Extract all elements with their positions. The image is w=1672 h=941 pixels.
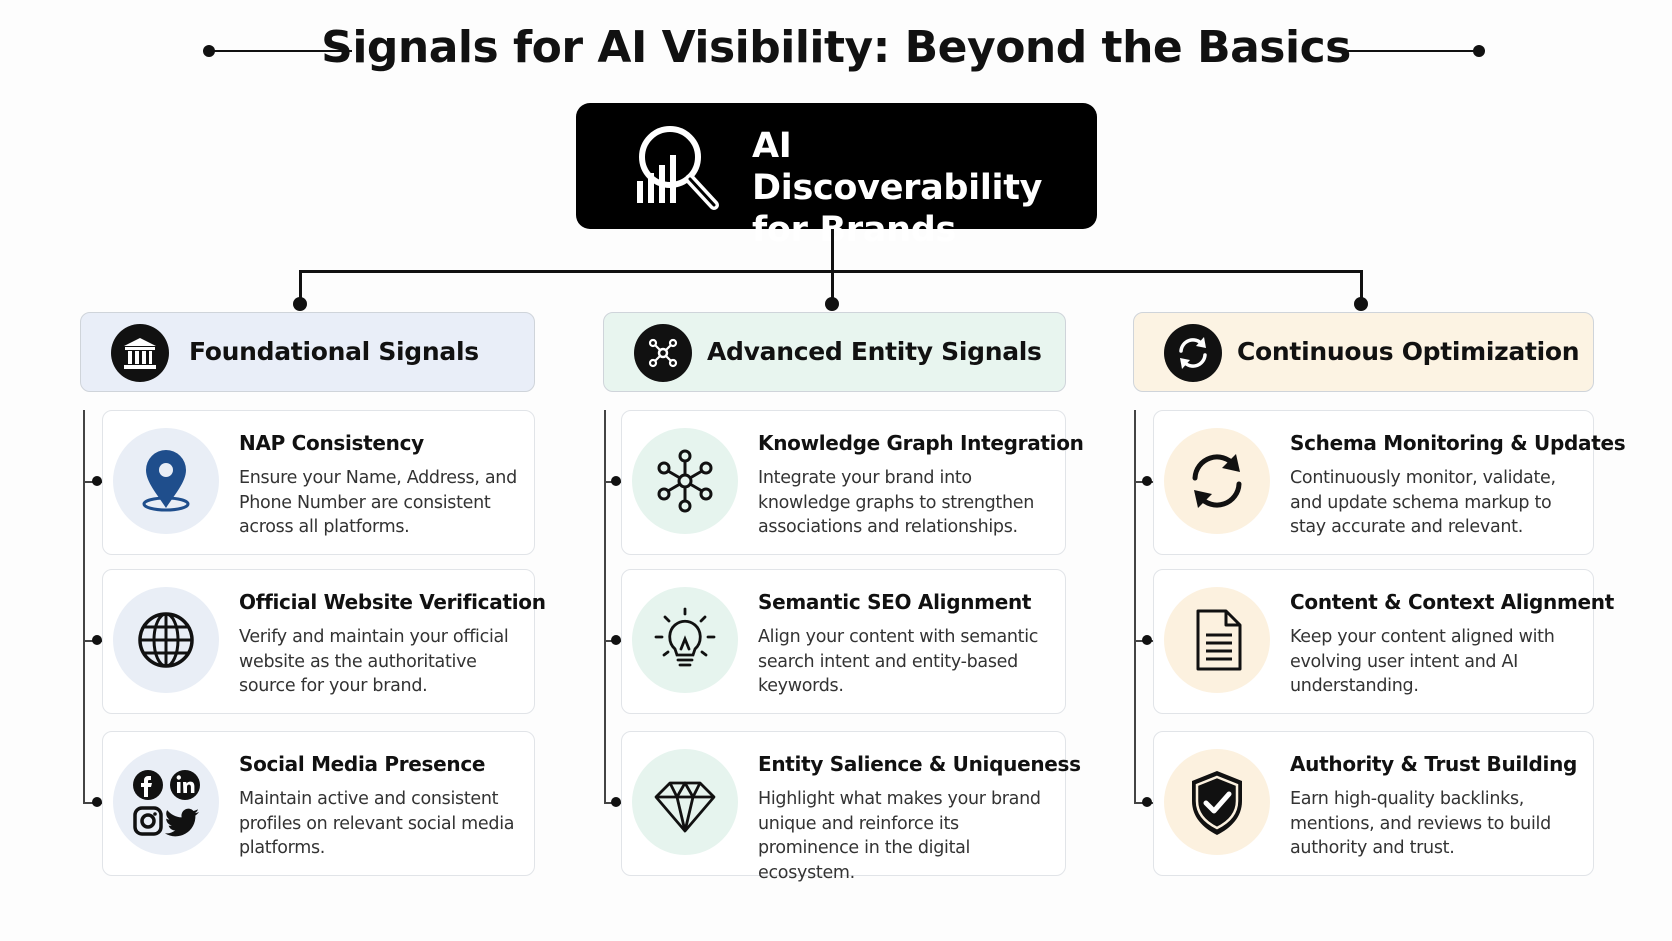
card-description: Integrate your brand into knowledge grap… — [758, 468, 1035, 537]
knowledge-graph-icon — [657, 449, 713, 513]
bracket-dot — [92, 797, 102, 807]
card-title: Semantic SEO Alignment — [758, 590, 1032, 614]
sync-icon — [1192, 454, 1242, 508]
center-label: AI Discoverability for Brands — [752, 125, 1072, 251]
bracket-dot — [1142, 797, 1152, 807]
title-dot-right — [1473, 45, 1485, 57]
lightbulb-icon — [654, 607, 716, 667]
icon-circle — [1164, 749, 1270, 855]
icon-circle — [632, 749, 738, 855]
connector-left — [299, 270, 302, 304]
bracket-line — [1134, 410, 1136, 803]
center-label-line2: for Brands — [752, 210, 957, 250]
refresh-icon — [1164, 324, 1222, 382]
card-description: Keep your content aligned with evolving … — [1290, 627, 1555, 696]
title-line-left — [210, 50, 352, 52]
card-title: Knowledge Graph Integration — [758, 431, 1084, 455]
card-schema-monitoring: Schema Monitoring & Updates Continuously… — [1153, 410, 1626, 555]
globe-icon — [138, 612, 194, 668]
diamond-icon — [654, 781, 716, 833]
bracket-dot — [1142, 635, 1152, 645]
twitter-icon — [164, 808, 199, 837]
card-description: Continuously monitor, validate, and upda… — [1290, 468, 1556, 537]
card-description: Earn high-quality backlinks, mentions, a… — [1290, 789, 1551, 858]
bracket-dot — [92, 476, 102, 486]
card-social-media: Social Media Presence Maintain active an… — [102, 731, 535, 876]
card-entity-salience: Entity Salience & Uniqueness Highlight w… — [621, 731, 1081, 883]
facebook-icon — [133, 770, 163, 800]
icon-circle — [632, 587, 738, 693]
card-title: Entity Salience & Uniqueness — [758, 752, 1081, 776]
card-title: Official Website Verification — [239, 590, 546, 614]
icon-circle — [113, 749, 219, 855]
card-description: Verify and maintain your official websit… — [239, 627, 509, 696]
bracket-line — [604, 410, 606, 803]
icon-circle — [1164, 587, 1270, 693]
column-header-advanced: Advanced Entity Signals — [603, 312, 1066, 392]
card-authority-trust: Authority & Trust Building Earn high-qua… — [1153, 731, 1594, 876]
social-media-icons — [133, 770, 200, 837]
card-knowledge-graph: Knowledge Graph Integration Integrate yo… — [621, 410, 1084, 555]
location-pin-icon — [142, 450, 190, 512]
shield-check-icon — [1192, 771, 1242, 835]
document-icon — [1196, 609, 1242, 671]
card-title: Content & Context Alignment — [1290, 590, 1614, 614]
page-title: Signals for AI Visibility: Beyond the Ba… — [321, 22, 1351, 73]
connector-bar — [299, 270, 1363, 273]
card-description: Maintain active and consistent profiles … — [239, 789, 515, 858]
column-title: Foundational Signals — [189, 337, 479, 366]
center-node: AI Discoverability for Brands — [576, 103, 1097, 250]
connector-right — [1360, 270, 1363, 304]
card-semantic-seo: Semantic SEO Alignment Align your conten… — [621, 569, 1066, 714]
bracket-dot — [611, 476, 621, 486]
center-label-line1: AI Discoverability — [752, 126, 1043, 208]
linkedin-icon — [170, 770, 200, 800]
instagram-icon — [133, 806, 163, 836]
card-content-context: Content & Context Alignment Keep your co… — [1153, 569, 1614, 714]
connector-dot-right — [1354, 297, 1368, 311]
bracket-dot — [1142, 476, 1152, 486]
card-title: Schema Monitoring & Updates — [1290, 431, 1626, 455]
icon-circle — [113, 428, 219, 534]
title-dot-left — [203, 45, 215, 57]
bracket-line — [83, 410, 85, 803]
card-title: Social Media Presence — [239, 752, 486, 776]
bracket-dot — [611, 635, 621, 645]
connector-dot-left — [293, 297, 307, 311]
connector-dot-mid — [825, 297, 839, 311]
card-description: Align your content with semantic search … — [758, 627, 1039, 696]
bracket-dot — [92, 635, 102, 645]
icon-circle — [113, 587, 219, 693]
card-description: Highlight what makes your brand unique a… — [758, 789, 1041, 883]
card-official-website: Official Website Verification Verify and… — [102, 569, 546, 714]
connector-stem — [831, 229, 834, 304]
icon-circle — [632, 428, 738, 534]
bracket-dot — [611, 797, 621, 807]
network-icon — [634, 324, 692, 382]
bank-icon — [111, 324, 169, 382]
card-description: Ensure your Name, Address, and Phone Num… — [239, 468, 517, 537]
column-header-foundational: Foundational Signals — [80, 312, 535, 392]
card-title: NAP Consistency — [239, 431, 424, 455]
icon-circle — [1164, 428, 1270, 534]
column-header-continuous: Continuous Optimization — [1133, 312, 1594, 392]
title-line-right — [1342, 50, 1478, 52]
analytics-search-icon — [637, 126, 719, 210]
column-title: Continuous Optimization — [1237, 337, 1580, 366]
card-nap-consistency: NAP Consistency Ensure your Name, Addres… — [102, 410, 535, 555]
card-title: Authority & Trust Building — [1290, 752, 1578, 776]
column-title: Advanced Entity Signals — [707, 337, 1042, 366]
